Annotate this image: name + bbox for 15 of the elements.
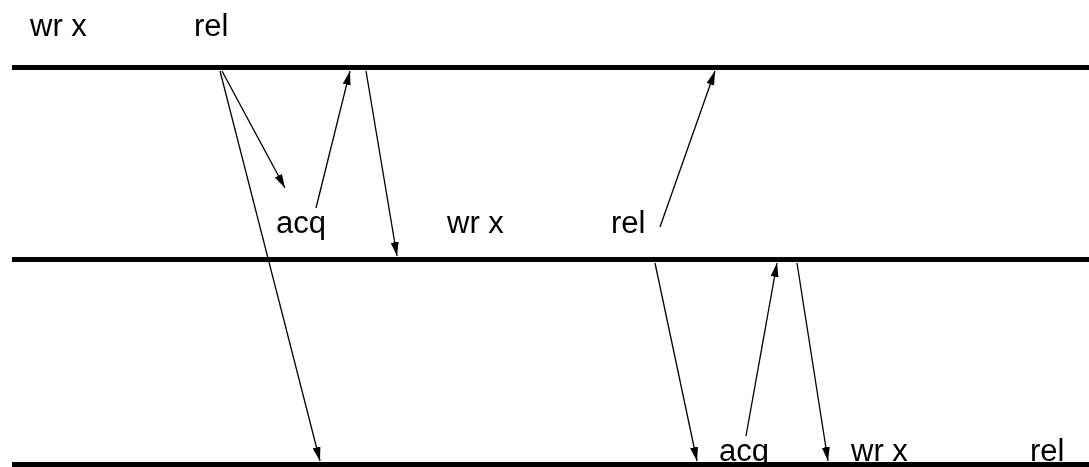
- message-arrow: [219, 70, 321, 462]
- event-label: acq: [719, 437, 769, 465]
- event-label: wr x: [851, 437, 908, 465]
- message-arrow: [315, 70, 351, 209]
- message-arrow: [221, 70, 286, 189]
- message-arrow: [796, 262, 830, 462]
- event-label: rel: [1030, 437, 1065, 465]
- message-arrow: [654, 262, 698, 462]
- event-label: wr x: [30, 12, 87, 40]
- message-arrow: [745, 262, 779, 437]
- event-label: rel: [194, 12, 229, 40]
- event-label: wr x: [447, 209, 504, 237]
- message-arrow: [659, 70, 716, 228]
- event-label: rel: [611, 209, 646, 237]
- message-arrow: [365, 70, 399, 257]
